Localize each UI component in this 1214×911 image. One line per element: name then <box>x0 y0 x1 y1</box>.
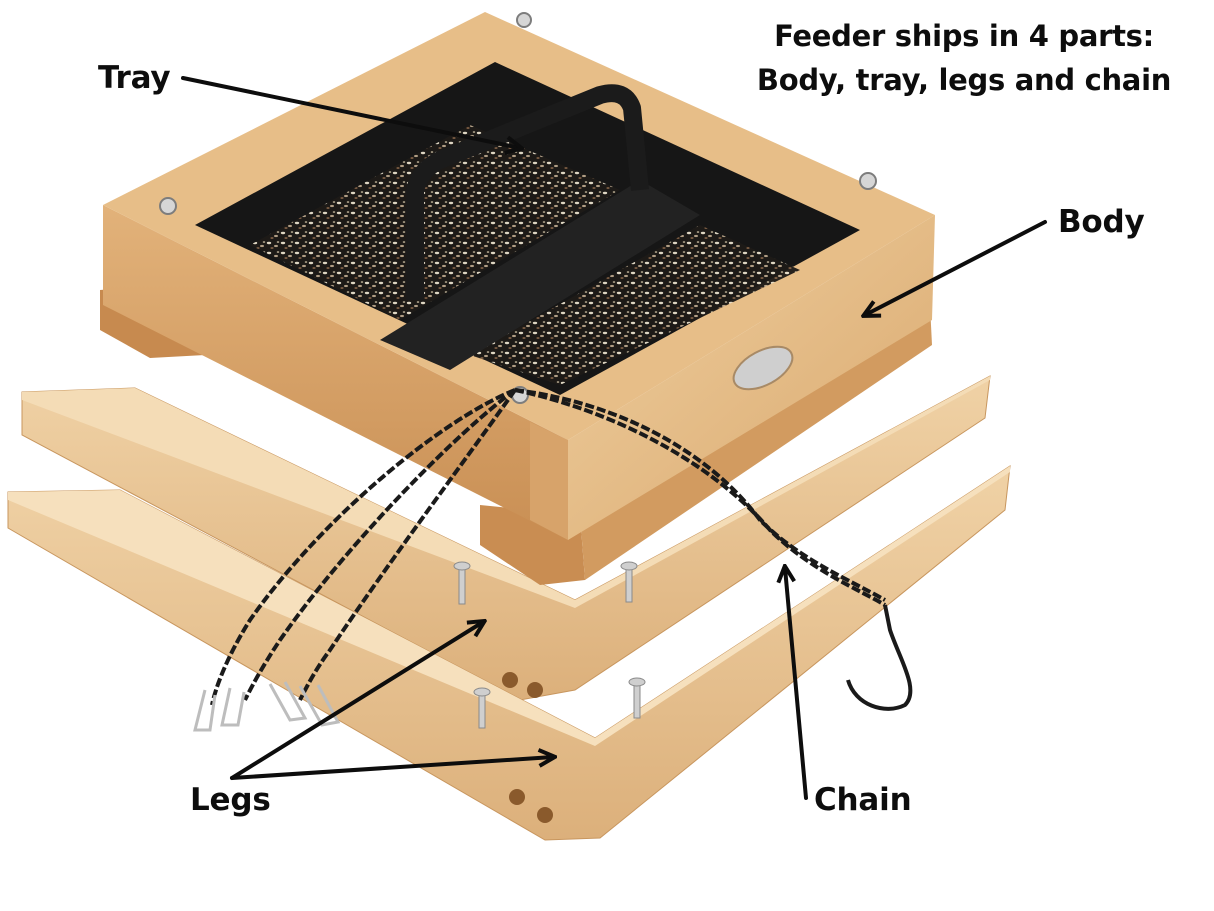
tray-arrow-icon <box>181 76 520 148</box>
headline-line-1: Feeder ships in 4 parts: <box>774 19 1154 53</box>
chain-arrow-icon <box>785 568 808 800</box>
brand-logo-plate-icon <box>732 345 794 391</box>
chain-clips <box>193 681 341 732</box>
body-arrow-icon <box>865 220 1047 315</box>
headline: Feeder ships in 4 parts: Body, tray, leg… <box>744 14 1184 102</box>
chain-part <box>210 388 913 711</box>
legs-arrow-upper-icon <box>230 622 483 780</box>
legs-part <box>7 375 1011 841</box>
callout-tray: Tray <box>98 60 171 96</box>
legs-arrow-lower-icon <box>230 757 553 780</box>
callout-body: Body <box>1058 204 1145 240</box>
headline-line-2: Body, tray, legs and chain <box>756 63 1172 97</box>
callout-legs: Legs <box>190 782 271 818</box>
body-part <box>100 12 935 585</box>
callout-chain: Chain <box>814 782 912 818</box>
